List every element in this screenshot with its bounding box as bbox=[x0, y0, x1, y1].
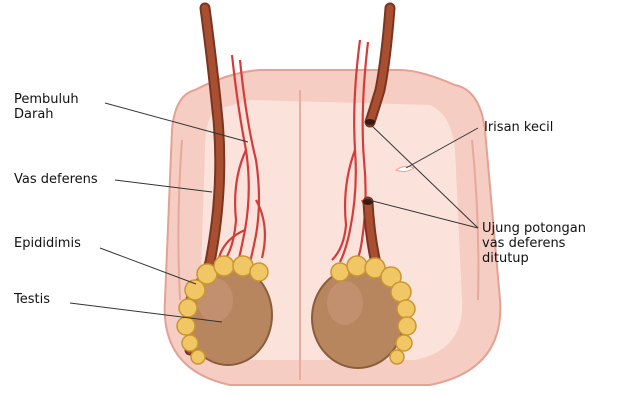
right-testis-highlight bbox=[327, 281, 363, 325]
label-ujung-potongan-line1: Ujung potongan bbox=[482, 221, 586, 236]
cut-end-lower bbox=[363, 199, 373, 205]
label-pembuluh-darah-line1: Pembuluh bbox=[14, 92, 79, 107]
label-vas-deferens: Vas deferens bbox=[14, 172, 98, 187]
label-pembuluh-darah-line2: Darah bbox=[14, 107, 79, 122]
label-testis: Testis bbox=[14, 292, 50, 307]
label-ujung-potongan-line2: vas deferens bbox=[482, 236, 586, 251]
label-ujung-potongan-line3: ditutup bbox=[482, 251, 586, 266]
label-irisan-kecil: Irisan kecil bbox=[484, 120, 553, 135]
label-pembuluh-darah: Pembuluh Darah bbox=[14, 92, 79, 122]
label-ujung-potongan: Ujung potongan vas deferens ditutup bbox=[482, 221, 586, 266]
label-epididimis: Epididimis bbox=[14, 236, 81, 251]
